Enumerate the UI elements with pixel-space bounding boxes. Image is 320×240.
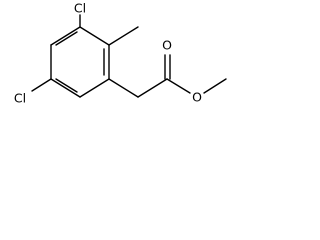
atom-label-carbonyl-oxygen: O — [162, 38, 172, 53]
ring-bond-c4-c5 — [50, 78, 81, 98]
benzene-ring — [50, 26, 110, 98]
bond-ester-oxygen-methyl — [203, 78, 227, 94]
chemical-structure: Cl Cl O O — [14, 1, 227, 106]
ring-bond-c6-c1 — [50, 26, 81, 46]
ring-bond-c3-c4 — [79, 78, 110, 98]
atom-label-chlorine-top: Cl — [74, 1, 86, 16]
bond-c2-methyl — [108, 26, 139, 46]
ring-double-bond-inner-b — [55, 78, 78, 93]
bond-carbonyl-carbon-ester-oxygen — [166, 78, 191, 94]
bond-c3-ch2 — [108, 78, 139, 98]
atom-label-ester-oxygen: O — [192, 90, 202, 105]
bond-ch2-carbonyl-carbon — [137, 78, 168, 98]
ring-bond-c1-c2 — [79, 26, 110, 46]
bond-c5-chlorine — [31, 78, 52, 92]
atom-label-chlorine-bottom: Cl — [14, 91, 26, 106]
ring-double-bond-inner-c — [55, 31, 78, 46]
